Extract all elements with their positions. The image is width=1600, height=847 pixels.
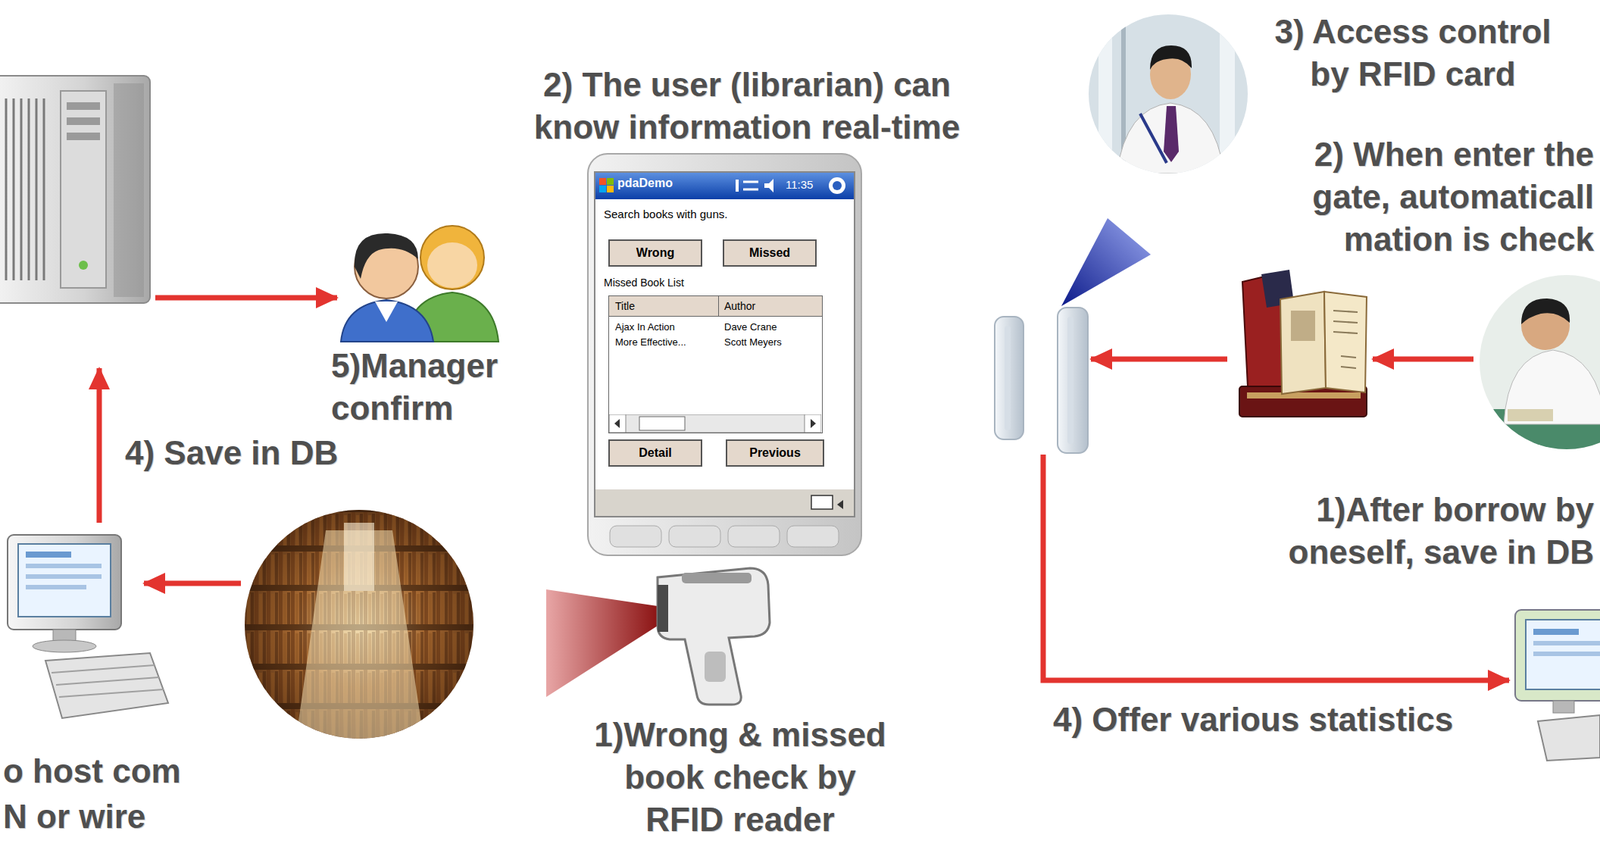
reader-beam [546, 589, 658, 697]
pda-button: Wrong [608, 239, 703, 267]
caption-text: 1)After borrow by oneself, save in DB [1230, 488, 1594, 574]
column-divider [718, 296, 719, 316]
library-photo [242, 507, 478, 743]
flow-arrow [96, 368, 103, 523]
list-heading: Missed Book List [603, 276, 685, 289]
list-header-bar [609, 296, 822, 317]
pda-button: Detail [608, 439, 703, 467]
server-icon [0, 75, 150, 304]
button-label: Detail [638, 446, 672, 460]
scroll-bar [609, 414, 822, 433]
caption-text: 4) Save in DB [125, 431, 338, 475]
caption-text: 1)Wrong & missed book check by RFID read… [581, 713, 900, 841]
student-photo [1479, 275, 1600, 455]
window-title: pdaDemo [617, 176, 673, 191]
security-gate [994, 307, 1088, 454]
table-cell: More Effective... [615, 336, 687, 348]
pda-button: Missed [722, 239, 817, 267]
caption-text: 3) Access control by RFID card [1253, 10, 1572, 96]
button-label: Missed [749, 246, 791, 260]
caption-text: 2) The user (librarian) can know informa… [515, 63, 979, 149]
books-picture [1239, 269, 1367, 417]
flow-arrow [155, 295, 338, 301]
table-cell: Dave Crane [724, 321, 777, 333]
book-list: Title AuthorAjax In Action Dave CraneMore … [608, 295, 823, 434]
pda-button: Previous [725, 439, 825, 467]
caption-text: 4) Offer various statistics [1053, 698, 1454, 741]
column-header: Author [724, 300, 756, 313]
computer-icon [1515, 609, 1600, 761]
button-label: Wrong [636, 246, 675, 260]
column-header: Title [615, 300, 635, 313]
gate-signal [1061, 218, 1151, 307]
flow-arrow [1372, 356, 1474, 363]
button-label: Previous [749, 446, 801, 460]
guard-photo [1088, 14, 1248, 174]
caption-text: 5)Manager confirm [331, 344, 529, 430]
manager-icon [340, 225, 499, 342]
table-cell: Scott Meyers [724, 336, 782, 348]
clock-text: 11:35 [785, 178, 813, 191]
flow-arrow [143, 581, 241, 587]
computer-icon [7, 534, 169, 719]
caption-text: 2) When enter the gate, automaticall mat… [1260, 133, 1594, 261]
prompt-text: Search books with guns. [603, 207, 728, 221]
table-cell: Ajax In Action [615, 321, 675, 333]
caption-text: o host com [3, 750, 182, 793]
flow-arrow [1090, 356, 1228, 363]
caption-text: N or wire [3, 795, 146, 838]
pda-device: pdaDemo 11:35Search books with guns. Misse… [587, 153, 863, 557]
rfid-reader-gun [657, 568, 770, 705]
